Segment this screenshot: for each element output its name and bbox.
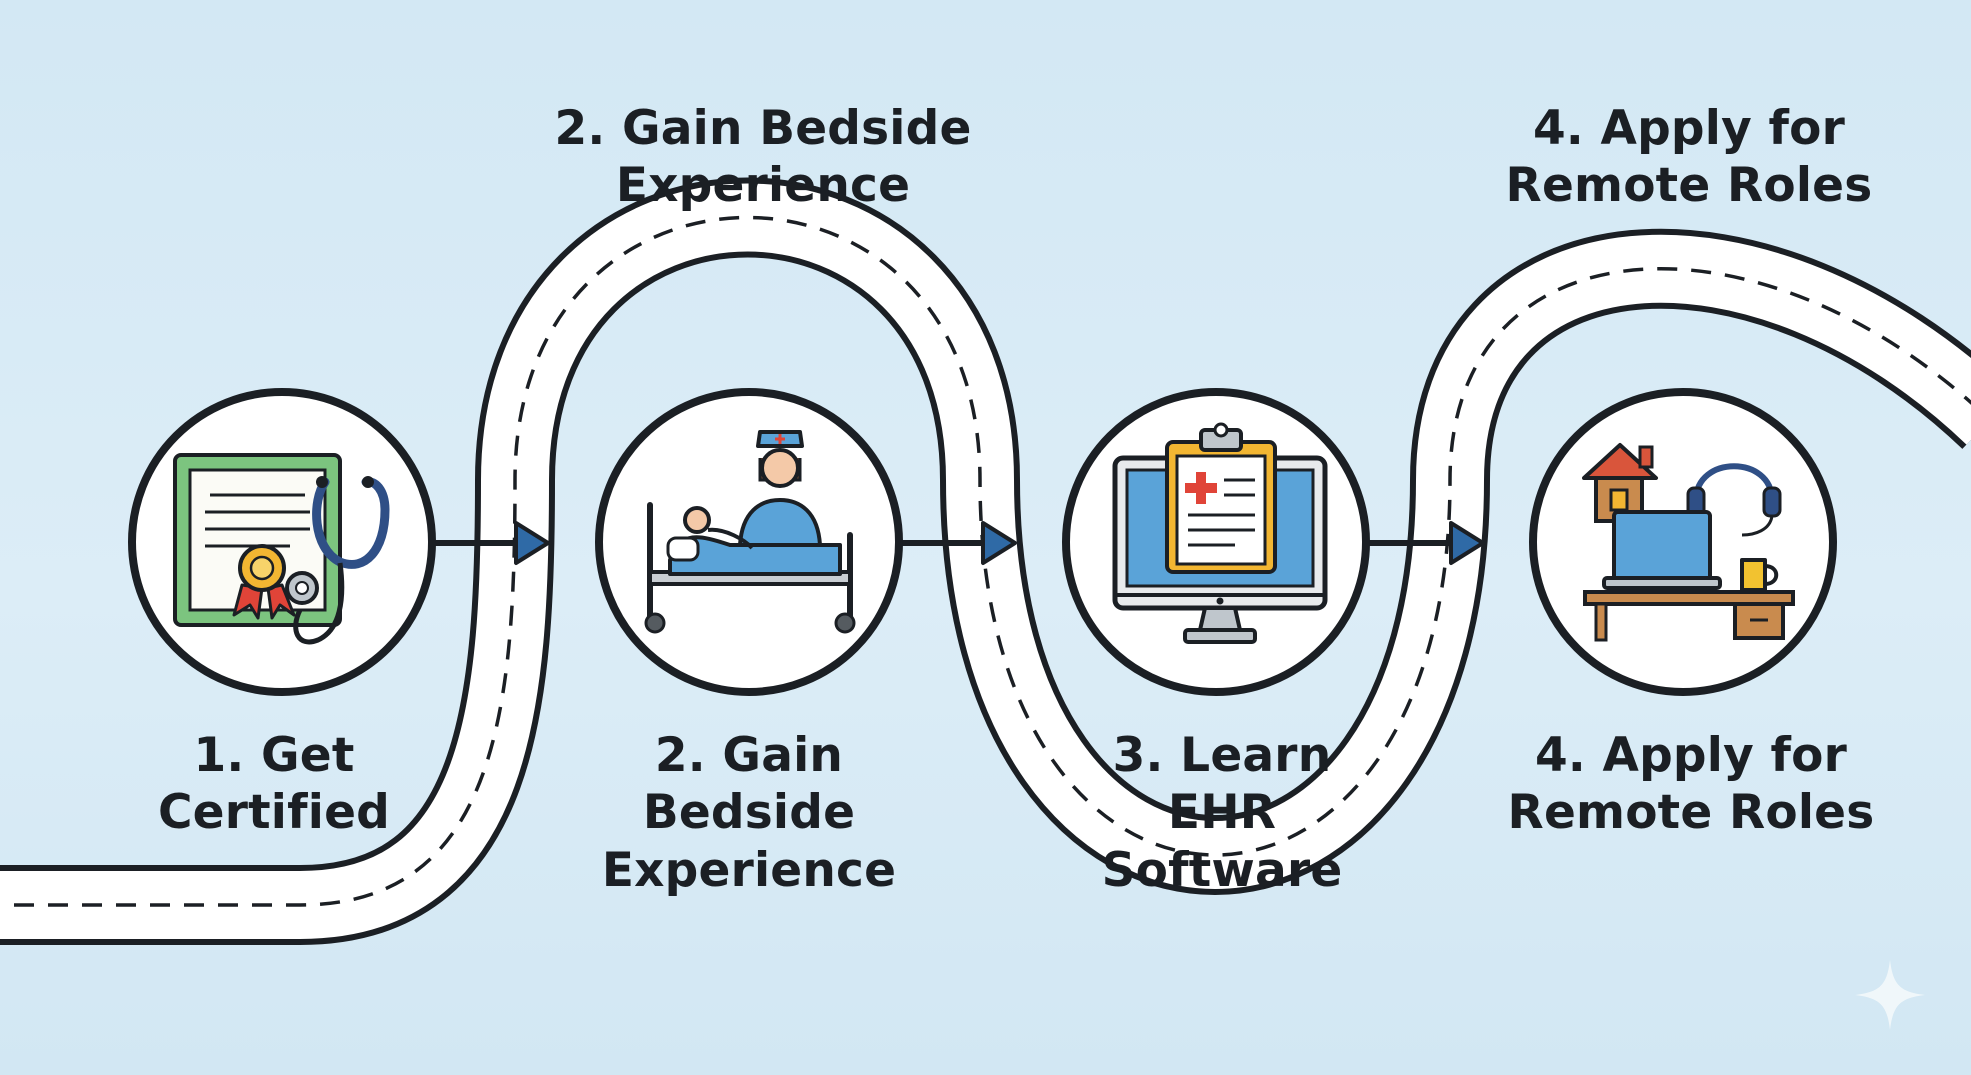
computer-medical-chart-icon — [1112, 422, 1328, 644]
label-line: Software — [1101, 842, 1343, 898]
label-line: Experience — [601, 842, 897, 898]
label-line: 3. Learn — [1112, 728, 1332, 783]
label-line: 4. Apply for — [1534, 728, 1848, 783]
connector-3-4 — [1368, 521, 1485, 565]
home-office-headset-icon — [1582, 443, 1795, 642]
step-1-label: 1. Get Certified — [158, 727, 390, 842]
heading-line: 2. Gain Bedside — [554, 101, 972, 156]
winding-road — [0, 177, 1971, 945]
heading-line: 4. Apply for — [1532, 101, 1846, 156]
label-line: Bedside — [642, 785, 856, 841]
step-2-circle — [595, 388, 903, 696]
connector-2-3 — [900, 521, 1017, 565]
nurse-patient-bed-icon — [644, 430, 856, 634]
top-heading-step-4: 4. Apply for Remote Roles — [1506, 100, 1873, 215]
label-line: EHR — [1167, 785, 1277, 841]
label-line: 2. Gain — [654, 728, 844, 783]
label-line: 1. Get — [193, 728, 355, 783]
heading-line: Experience — [615, 158, 911, 214]
step-3-label: 3. Learn EHR Software — [1102, 727, 1343, 899]
step-4-label: 4. Apply for Remote Roles — [1508, 727, 1875, 842]
certificate-stethoscope-icon — [173, 453, 390, 645]
top-heading-step-2: 2. Gain Bedside Experience — [554, 100, 971, 215]
step-2-label: 2. Gain Bedside Experience — [602, 727, 896, 899]
label-line: Certified — [157, 785, 391, 841]
heading-line: Remote Roles — [1505, 158, 1873, 214]
label-line: Remote Roles — [1507, 785, 1875, 841]
sparkle-icon — [1855, 960, 1925, 1030]
step-3-circle — [1062, 388, 1370, 696]
step-1-circle — [128, 388, 436, 696]
connector-1-2 — [435, 521, 550, 565]
road-center-line — [0, 215, 1971, 907]
step-4-circle — [1529, 388, 1837, 696]
